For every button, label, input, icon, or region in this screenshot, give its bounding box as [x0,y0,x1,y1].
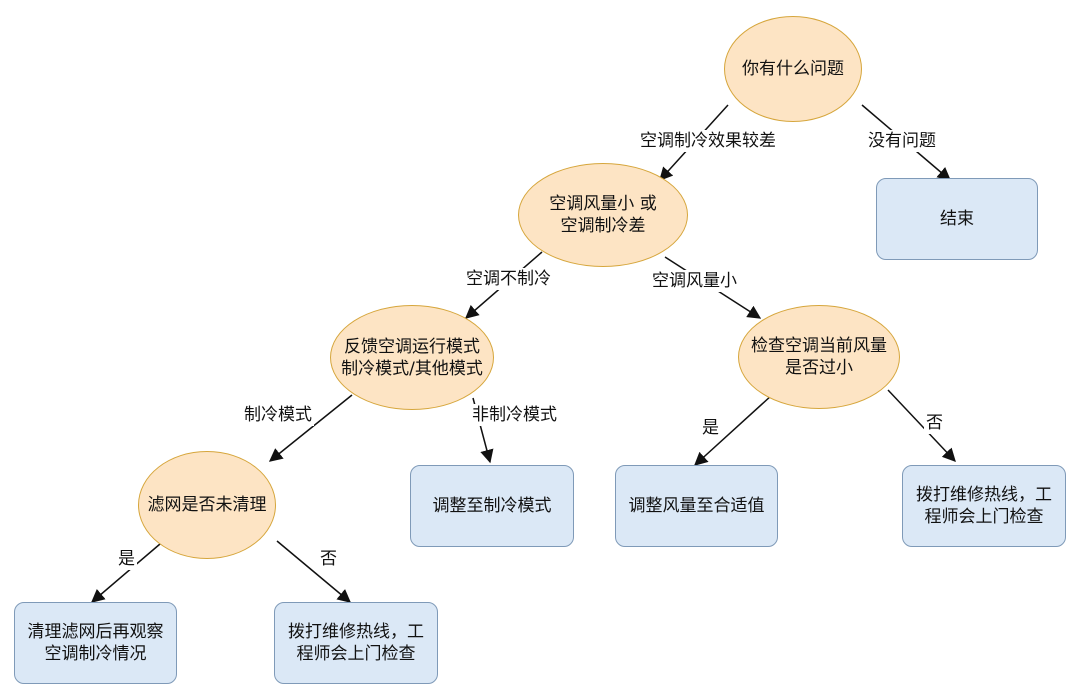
edge-arrow-7 [887,389,956,462]
node-question-root: 你有什么问题 [724,16,862,122]
edge-label-filter-no: 否 [318,548,339,570]
node-question-mode: 反馈空调运行模式 制冷模式/其他模式 [330,305,494,410]
edge-label-no-problem: 没有问题 [866,130,938,152]
edge-arrow-4 [268,394,353,462]
node-adjust-wind: 调整风量至合适值 [615,465,778,547]
node-clean-filter: 清理滤网后再观察 空调制冷情况 [14,602,177,684]
edge-arrow-6 [694,394,773,466]
edge-label-wind-no: 否 [924,412,945,434]
edge-label-non-cool-mode: 非制冷模式 [470,404,559,426]
edge-arrow-9 [276,540,352,603]
edge-label-cool-mode: 制冷模式 [242,404,314,426]
edge-label-poor-cooling: 空调制冷效果较差 [638,130,778,152]
edge-label-not-cooling: 空调不制冷 [464,268,553,290]
node-end: 结束 [876,178,1038,260]
edge-label-low-wind: 空调风量小 [650,270,739,292]
node-set-cool-mode: 调整至制冷模式 [410,465,574,547]
node-question-cooling: 空调风量小 或 空调制冷差 [518,163,688,267]
node-question-wind: 检查空调当前风量 是否过小 [738,305,900,409]
node-call-repair-1: 拨打维修热线，工 程师会上门检查 [902,465,1066,547]
edge-label-wind-yes: 是 [700,417,721,439]
edge-label-filter-yes: 是 [116,548,137,570]
edge-arrow-8 [90,543,161,603]
node-question-filter: 滤网是否未清理 [138,451,276,559]
node-call-repair-2: 拨打维修热线，工 程师会上门检查 [274,602,438,684]
